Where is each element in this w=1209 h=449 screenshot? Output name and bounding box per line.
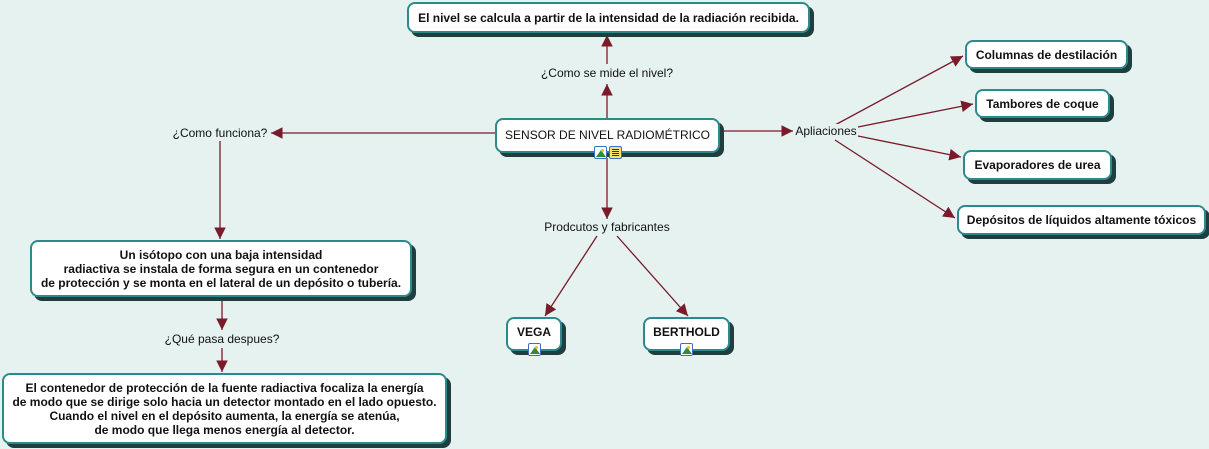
- concept-evaporadores[interactable]: Evaporadores de urea: [963, 150, 1112, 180]
- concept-line: Cuando el nivel en el depósito aumenta, …: [49, 408, 400, 423]
- link-label-aplicaciones: Apliaciones: [794, 124, 858, 138]
- link-label-productos: Prodcutos y fabricantes: [543, 220, 671, 234]
- concept-text: SENSOR DE NIVEL RADIOMÉTRICO: [505, 128, 710, 142]
- link-label-despues: ¿Qué pasa despues?: [163, 332, 281, 346]
- concept-center[interactable]: SENSOR DE NIVEL RADIOMÉTRICO: [495, 118, 720, 159]
- concept-text: BERTHOLD: [653, 325, 720, 339]
- link-apl-depositos: [834, 139, 956, 219]
- concept-berthold[interactable]: BERTHOLD: [643, 317, 730, 356]
- concept-text: Columnas de destilación: [975, 47, 1118, 62]
- concept-line: de protección y se monta en el lateral d…: [40, 275, 402, 290]
- concept-text: El nivel se calcula a partir de la inten…: [418, 10, 799, 25]
- concept-text: Depósitos de líquidos altamente tóxicos: [966, 213, 1197, 227]
- concept-line: de modo que se dirige solo hacia un dete…: [12, 394, 437, 409]
- link-apl-evaporadores: [857, 135, 962, 161]
- concept-depositos[interactable]: Depósitos de líquidos altamente tóxicos: [957, 205, 1206, 235]
- link-productos-vega: [544, 235, 598, 317]
- concept-columnas[interactable]: Columnas de destilación: [965, 40, 1128, 69]
- image-resource-icon[interactable]: [680, 343, 693, 356]
- link-productos-berthold: [616, 235, 689, 317]
- concept-line: El contenedor de protección de la fuente…: [25, 380, 424, 395]
- concept-text: VEGA: [516, 325, 551, 339]
- concept-line: de modo que llega menos energía al detec…: [94, 422, 355, 437]
- concept-vega[interactable]: VEGA: [506, 317, 562, 356]
- link-label-mide: ¿Como se mide el nivel?: [539, 66, 675, 80]
- concept-line: Un isótopo con una baja intensidad: [119, 247, 323, 262]
- concept-isotopo[interactable]: Un isótopo con una baja intensidad radia…: [30, 240, 412, 297]
- link-apl-columnas: [834, 55, 964, 126]
- concept-tambores[interactable]: Tambores de coque: [975, 89, 1110, 118]
- concept-text: Evaporadores de urea: [974, 158, 1101, 172]
- concept-top[interactable]: El nivel se calcula a partir de la inten…: [407, 2, 810, 33]
- link-apl-tambores: [857, 100, 974, 128]
- concept-text: Tambores de coque: [986, 96, 1099, 111]
- image-resource-icon[interactable]: [593, 146, 607, 159]
- link-label-funciona: ¿Como funciona?: [171, 126, 269, 140]
- image-resource-icon[interactable]: [527, 343, 541, 356]
- concept-contenedor[interactable]: El contenedor de protección de la fuente…: [2, 373, 447, 444]
- document-resource-icon[interactable]: [608, 146, 622, 159]
- concept-line: radiactiva se instala de forma segura en…: [63, 261, 379, 276]
